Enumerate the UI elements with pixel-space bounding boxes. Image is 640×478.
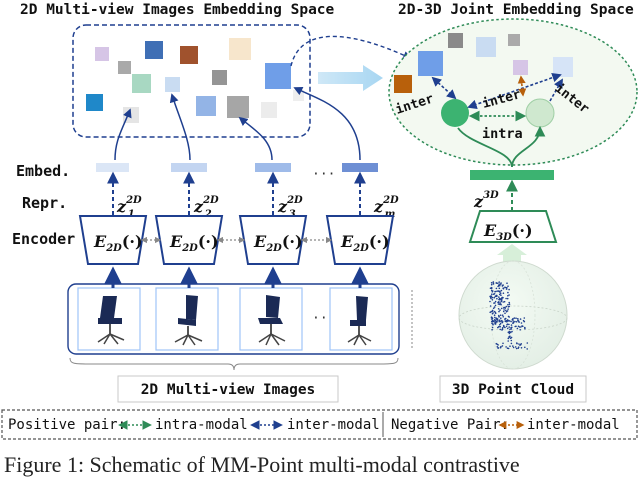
encoder-label-1: E2D(·) [93, 232, 143, 254]
transfer-arrow [318, 65, 383, 91]
legend: Positive pair: intra-modal inter-modal N… [1, 409, 638, 440]
view-image-3 [239, 287, 303, 351]
right-space-title: 2D-3D Joint Embedding Space [398, 2, 634, 18]
embed-bar-1 [96, 163, 129, 172]
embed-bar-2 [171, 163, 207, 172]
encoder-3d [468, 210, 558, 243]
joint-feed-right [511, 125, 546, 168]
images-label: 2D Multi-view Images [141, 382, 316, 398]
encoder-2d-2 [154, 215, 224, 265]
view-image-m [329, 287, 393, 351]
embedding-node-2d [525, 98, 555, 128]
encoder-2d-m [325, 215, 395, 265]
legend-neg-inter: inter-modal [527, 417, 620, 433]
view-image-2 [155, 287, 219, 351]
images-brace [69, 357, 399, 371]
images-label-box [117, 375, 339, 403]
legend-positive: Positive pair: [8, 417, 126, 433]
figure-caption: Figure 1: Schematic of MM-Point multi-mo… [4, 452, 520, 477]
left-space-title: 2D Multi-view Images Embedding Space [20, 2, 335, 18]
row-label-encoder: Encoder [12, 230, 75, 248]
intra-label: intra [482, 126, 523, 142]
negative-pair-arrow [517, 75, 527, 97]
embedding-squares-2d [86, 38, 304, 123]
point-cloud-input-arrow [497, 244, 527, 262]
inter-modal-arrow-right [549, 78, 563, 102]
z-label-3d: z3D [473, 190, 499, 211]
cloud-label: 3D Point Cloud [452, 382, 574, 398]
embed-bar-3d [470, 170, 554, 180]
joint-feed-left [457, 127, 513, 168]
encoder-label-m: E2D(·) [340, 232, 390, 254]
encoder-2d-1 [78, 215, 148, 265]
point-cloud-sphere [458, 260, 568, 370]
embed-bar-m [342, 163, 378, 172]
embedding-links [114, 87, 361, 161]
cloud-label-box [439, 375, 587, 403]
embedding-space-2d [72, 24, 311, 138]
dashed-link-arrow [290, 35, 412, 67]
ellipsis-embed: ··· [312, 167, 335, 182]
embedding-node-3d [441, 99, 469, 127]
encoder-label-3d: E3D(·) [483, 221, 533, 243]
point-cloud-chair [489, 281, 529, 350]
encoder-label-3: E2D(·) [253, 232, 303, 254]
legend-inter: inter-modal [287, 417, 380, 433]
view-image-1 [77, 287, 141, 351]
multi-view-images-box [67, 283, 400, 355]
view-images: ··· [77, 287, 393, 351]
row-label-repr: Repr. [22, 194, 67, 212]
encoder-2d-3 [238, 215, 308, 265]
image-encoder-arrows [104, 266, 369, 288]
legend-intra: intra-modal [155, 417, 248, 433]
embed-bar-3 [255, 163, 291, 172]
embedding-squares-joint [394, 33, 573, 93]
row-label-embed: Embed. [16, 162, 70, 180]
inter-modal-arrow-cross [467, 73, 562, 109]
encoder-label-2: E2D(·) [169, 232, 219, 254]
legend-negative: Negative Pair: [391, 417, 509, 433]
